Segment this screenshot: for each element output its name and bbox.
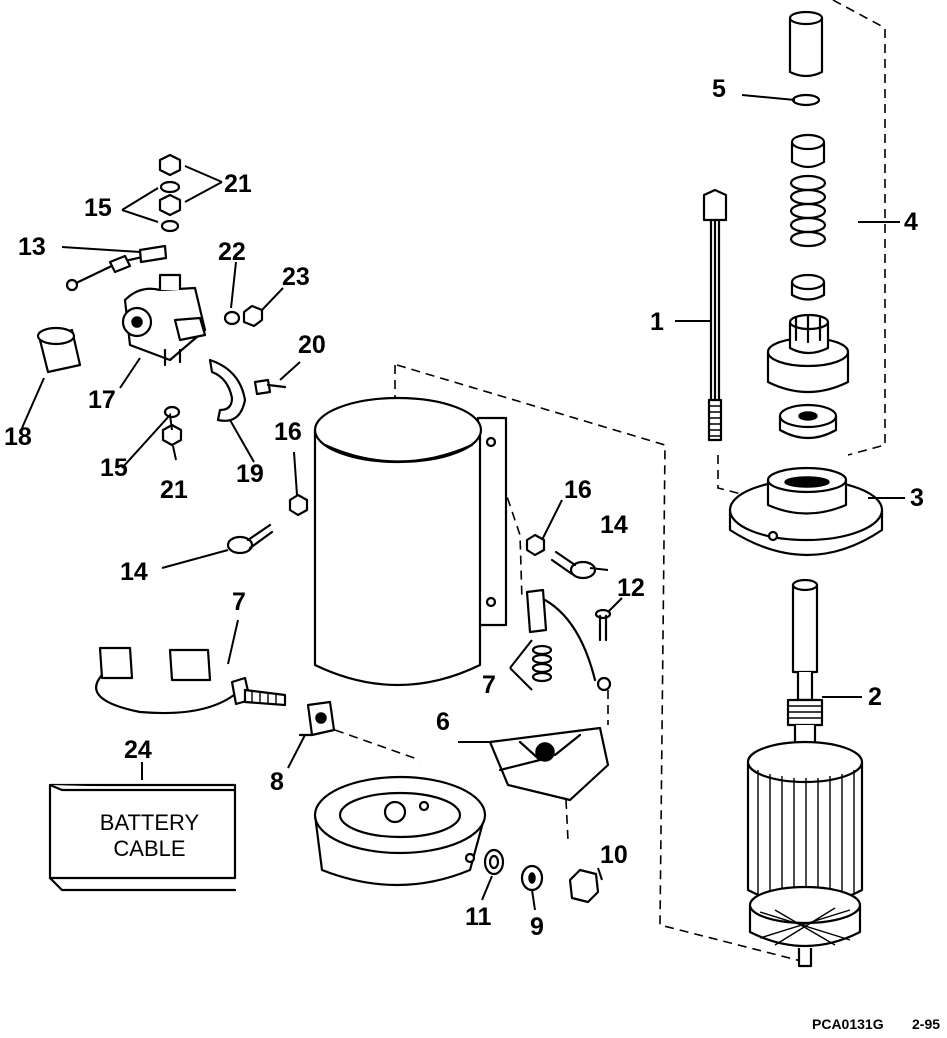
battery-cable-label: BATTERY CABLE — [62, 810, 237, 863]
drive-cap — [788, 10, 824, 78]
drive-end-cap — [728, 466, 884, 557]
callout-15-bottom: 15 — [100, 454, 128, 482]
callout-6: 6 — [436, 708, 450, 736]
callout-16-left: 16 — [274, 418, 302, 446]
callout-2: 2 — [868, 683, 882, 711]
callout-7-right: 7 — [482, 671, 496, 699]
reference-date: 2-95 — [912, 1016, 941, 1032]
leader-lines — [21, 94, 905, 911]
spring-retainer — [790, 273, 826, 301]
callout-23: 23 — [282, 263, 310, 291]
through-bolt — [702, 188, 728, 442]
bracket-19 — [208, 358, 247, 422]
callout-1: 1 — [650, 308, 664, 336]
armature — [746, 578, 864, 968]
callout-12: 12 — [617, 574, 645, 602]
callout-14-left: 14 — [120, 558, 148, 586]
terminal-nuts — [158, 153, 182, 233]
screw-14-right — [550, 550, 597, 580]
callout-21-top: 21 — [224, 170, 252, 198]
callout-14-right: 14 — [600, 511, 628, 539]
drive-collar — [790, 133, 826, 169]
nut-22 — [223, 310, 241, 326]
callout-16-right: 16 — [564, 476, 592, 504]
lockwasher-11 — [483, 848, 505, 876]
solenoid — [121, 273, 207, 367]
snap-ring — [791, 93, 821, 107]
solenoid-boot-18 — [36, 326, 82, 374]
callout-11: 11 — [465, 903, 492, 931]
callout-15-top: 15 — [84, 194, 112, 222]
screw-12 — [594, 608, 612, 642]
pinion-stop — [778, 403, 838, 440]
battery-cable-box-graphic — [48, 783, 237, 892]
screw-20 — [253, 378, 287, 396]
brush-set — [95, 646, 287, 715]
reference-code: PCA0131G — [812, 1016, 884, 1032]
starter-frame — [313, 396, 508, 687]
callout-8: 8 — [270, 768, 284, 796]
drive-pinion — [766, 313, 850, 394]
callout-17: 17 — [88, 386, 116, 414]
callout-21-bottom: 21 — [160, 476, 188, 504]
brush-spring — [531, 644, 553, 683]
nut-23 — [242, 304, 264, 328]
commutator-end-cap — [313, 775, 487, 887]
drive-spring — [789, 174, 827, 248]
cable-lead — [65, 244, 168, 292]
screw-14-left — [226, 523, 274, 555]
nut-16-left — [288, 493, 309, 517]
callout-22: 22 — [218, 238, 246, 266]
callout-7-left: 7 — [232, 588, 246, 616]
callout-10: 10 — [600, 841, 628, 869]
callout-3: 3 — [910, 484, 924, 512]
nut-10 — [568, 868, 600, 904]
brush-plate — [488, 726, 610, 802]
battery-cable-line1: BATTERY — [99, 810, 200, 835]
callout-5: 5 — [712, 75, 726, 103]
callout-19: 19 — [236, 460, 264, 488]
callout-24: 24 — [124, 736, 152, 764]
battery-cable-line2: CABLE — [113, 836, 186, 862]
brush-with-lead — [525, 588, 612, 692]
callout-20: 20 — [298, 331, 326, 359]
washer-9 — [520, 864, 544, 892]
nut-16-right — [525, 533, 546, 557]
callout-4: 4 — [904, 208, 918, 236]
callout-18: 18 — [4, 423, 32, 451]
terminal-bracket — [298, 700, 336, 737]
callout-13: 13 — [18, 233, 46, 261]
callout-9: 9 — [530, 913, 544, 941]
